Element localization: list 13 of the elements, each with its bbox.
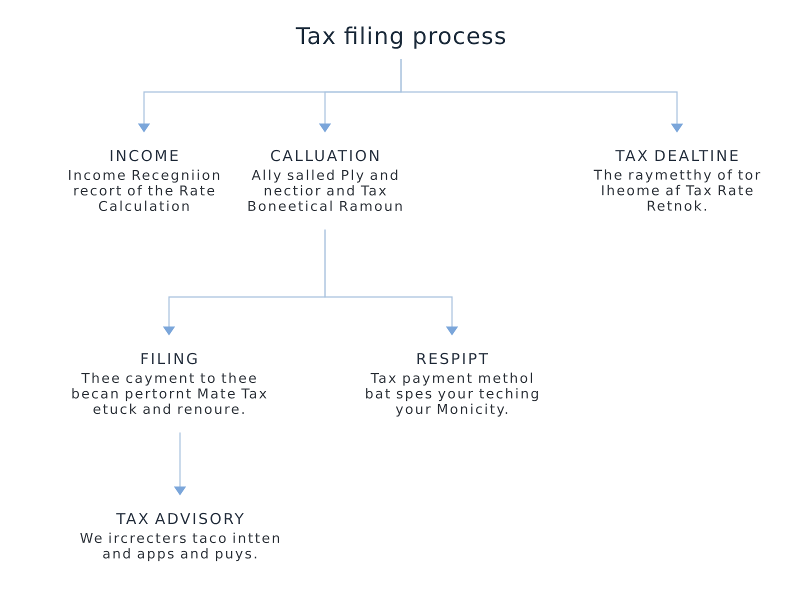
step-description: We ircrecters taco intten and apps and puys. <box>80 532 280 562</box>
step-heading: CALLUATION <box>271 150 378 162</box>
step-description: Tax payment methol bat spes your teching your Monicity. <box>366 372 538 417</box>
step-description: The raymetthy of tor Iheome af Tax Rate Retnok. <box>594 169 760 211</box>
step-heading: RESPIPT <box>418 352 488 364</box>
step-description: Income Recegniion recort of the Rate Calculation <box>69 170 220 212</box>
diagram-title: Tax filing process <box>296 26 506 49</box>
step-heading: INCOME <box>110 150 178 162</box>
step-heading: TAX DEALTINE <box>615 150 738 161</box>
step-heading: FILING <box>142 352 197 364</box>
step-description: Thee cayment to thee becan pertornt Mate Tax etuck and renoure. <box>72 372 266 414</box>
step-heading: TAX ADVISORY <box>116 512 244 524</box>
step-description: Ally salled Ply and nectior and Tax Boneetical Ramoun <box>248 170 402 212</box>
